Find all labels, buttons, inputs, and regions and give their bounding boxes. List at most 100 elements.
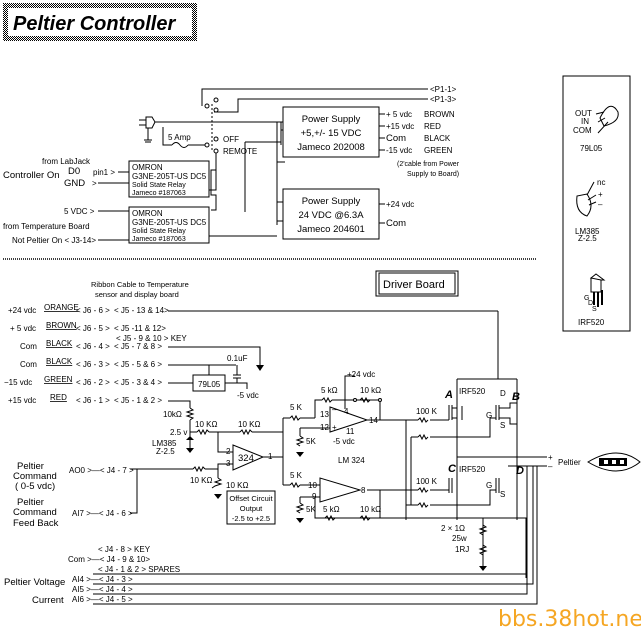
- row-j5: < J5 - 1 & 2 >: [114, 396, 162, 405]
- row-color: GREEN: [44, 375, 73, 384]
- offset-output-box: [226, 490, 276, 525]
- row-j6: < J6 - 2 >: [76, 378, 110, 387]
- row-j6: < J6 - 4 >: [76, 342, 110, 351]
- minus-sign: –: [332, 405, 337, 414]
- relay-line: Solid State Relay: [132, 182, 186, 189]
- pin-d-label: D: [588, 300, 593, 307]
- command-inputs: Peltier Command ( 0-5 vdc) AO0 >—< J4 - …: [13, 461, 138, 529]
- fet-g-pin: G: [486, 411, 492, 420]
- resistor-icon: [417, 416, 429, 424]
- peltier-plus: +: [548, 453, 553, 462]
- pin-label: 4: [344, 407, 349, 416]
- lm385-label: Z-2.5: [156, 447, 175, 456]
- power-supply-1: [282, 106, 380, 158]
- resistor-label: 10 KΩ: [226, 481, 248, 490]
- ps2-line2: 24 VDC @6.3A: [298, 210, 364, 221]
- cable-note: Supply to Board): [407, 171, 459, 178]
- pin-nc-label: nc: [597, 178, 605, 187]
- fet-s-pin: S: [500, 421, 505, 430]
- row-j6: < J6 - 1 >: [76, 396, 110, 405]
- ps2-out-24v: +24 vdc: [386, 200, 414, 209]
- pin-minus-label: –: [598, 200, 603, 209]
- top-section: <P1-1> <P1-3> 5 Amp OFF REMOTE: [3, 85, 460, 245]
- row-color: BLACK: [46, 357, 73, 366]
- reference-lm385-icon: [576, 181, 597, 217]
- peltier-label: Peltier: [558, 458, 581, 467]
- row-voltage: +24 vdc: [8, 306, 36, 315]
- relay-line: Solid State Relay: [132, 228, 186, 235]
- fuse-label: 5 Amp: [168, 133, 191, 142]
- ribbon-row: +24 vdc ORANGE < J6 - 6 > < J5 - 13 & 14…: [8, 303, 498, 315]
- mosfet-c-icon: [448, 478, 453, 493]
- row-voltage: −15 vdc: [4, 378, 32, 387]
- ps1-line1: Power Supply: [302, 114, 361, 125]
- gnd-label: GND: [64, 178, 85, 189]
- v25-label: 2.5 v: [170, 428, 187, 437]
- ps1-out-color: RED: [424, 122, 441, 131]
- row-j5: < J5 - 13 & 14>: [114, 306, 169, 315]
- plus24-label: +24 vdc: [347, 370, 375, 379]
- ribbon-note: sensor and display board: [95, 290, 179, 299]
- part-lm385-label: LM385: [575, 227, 600, 236]
- mosfet-irf520-icon: [589, 273, 606, 307]
- command-pin: AO0 >—< J4 - 7 >: [69, 466, 134, 475]
- resistor-label: 5K: [306, 437, 316, 446]
- ps2-line3: Jameco 204601: [297, 224, 365, 235]
- connector-p1-1: <P1-1>: [430, 85, 457, 94]
- regulator-79l05-icon: [595, 105, 619, 134]
- row-color: ORANGE: [44, 303, 79, 312]
- pin-g-label: G: [584, 295, 589, 302]
- offset-line: Offset Circuit: [229, 494, 273, 503]
- controller-on-label: Controller On: [3, 170, 60, 181]
- j4-row: < J4 - 1 & 2 > SPARES: [98, 565, 180, 574]
- from-labjack-label: from LabJack: [42, 157, 91, 166]
- row-color: RED: [50, 393, 67, 402]
- j4-row: AI5 >—< J4 - 4 >: [72, 585, 133, 594]
- fet-c-label: C: [448, 463, 457, 475]
- row-j5: < J5 - 7 & 8 >: [114, 342, 162, 351]
- fet-part-label: IRF520: [459, 387, 486, 396]
- resistor-label: 10 KΩ: [190, 476, 212, 485]
- peltier-module-icon: [587, 452, 641, 472]
- row-j5: < J5 - 5 & 6 >: [114, 360, 162, 369]
- row-j6: < J6 - 6 >: [76, 306, 110, 315]
- gnd-arrow: >: [92, 179, 97, 188]
- 5vdc-label: 5 VDC >: [64, 207, 95, 216]
- d0-label: D0: [68, 166, 80, 177]
- relay-1: [128, 160, 210, 198]
- pin-out-label: OUT: [575, 109, 592, 118]
- relay-line: Jameco #187063: [132, 236, 186, 243]
- pin-label: 8: [361, 486, 366, 495]
- ps1-out-voltage: + 5 vdc: [386, 110, 412, 119]
- pin-label: 2: [226, 447, 231, 456]
- regulator-label: 79L05: [198, 380, 221, 389]
- j4-row: Com >—< J4 - 9 & 10>: [68, 555, 150, 564]
- row-color: BROWN: [46, 321, 77, 330]
- j4-label: Peltier Voltage: [4, 577, 65, 588]
- command-label: Command: [13, 471, 57, 482]
- fet-s-pin: S: [500, 490, 505, 499]
- resistor-label: 10 kΩ: [360, 386, 381, 395]
- j5-key-note: < J5 - 9 & 10 > KEY: [116, 334, 187, 343]
- relay-line: OMRON: [132, 163, 163, 172]
- resistor-icon: [359, 396, 371, 404]
- mosfet-a-icon: [448, 403, 463, 424]
- row-j6: < J6 - 3 >: [76, 360, 110, 369]
- ground-icon: [479, 566, 487, 571]
- ps1-out-voltage: +15 vdc: [386, 122, 414, 131]
- part-lm385-sub: Z-2.5: [578, 234, 597, 243]
- title-banner: Peltier Controller: [3, 3, 197, 41]
- command-label: ( 0-5 vdc): [15, 481, 55, 492]
- sense-res-label: 25w: [452, 534, 467, 543]
- opamp-lm324-a: [329, 406, 369, 433]
- switch-remote-label: REMOTE: [223, 147, 257, 156]
- resistor-icon: [321, 396, 333, 404]
- driver-board-title: Driver Board: [383, 279, 445, 291]
- pin-label: 10: [308, 481, 317, 490]
- pin1-label: pin1 >: [93, 168, 115, 177]
- fet-d-pin: D: [500, 389, 506, 398]
- opamp-label: 324: [238, 453, 254, 464]
- cap-label: 0.1uF: [227, 354, 248, 363]
- pin-in-label: IN: [581, 117, 589, 126]
